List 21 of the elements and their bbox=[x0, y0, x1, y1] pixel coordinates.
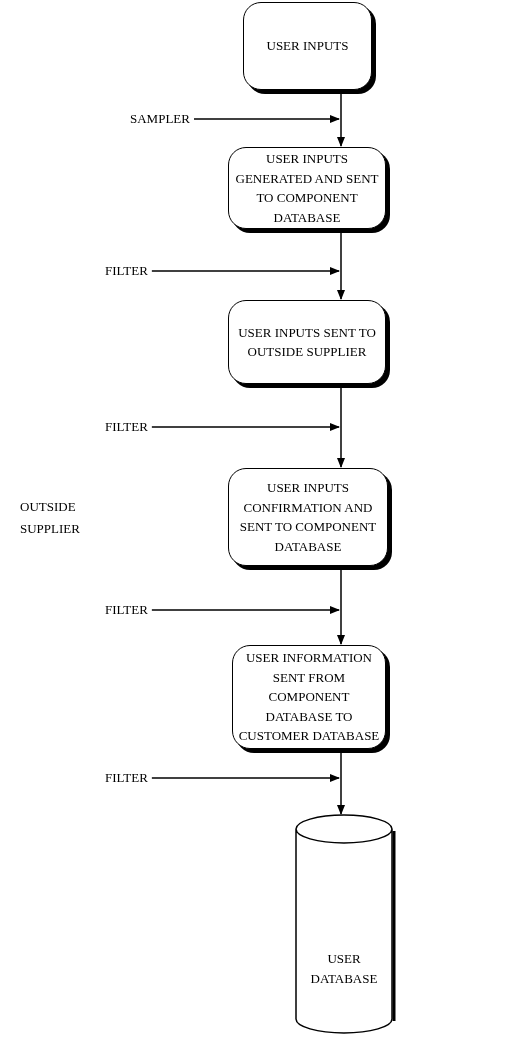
process-text: USER INPUTS SENT TO OUTSIDE SUPPLIER bbox=[237, 323, 377, 361]
process-text: USER INPUTS CONFIRMATION AND SENT TO COMPONENT DATABASE bbox=[238, 479, 378, 556]
input-label: FILTER bbox=[105, 263, 148, 278]
input-label: FILTER bbox=[105, 602, 148, 617]
process-text: USER INPUTS bbox=[266, 37, 349, 56]
arrow bbox=[151, 423, 340, 431]
arrow bbox=[151, 606, 340, 614]
input-label: FILTER bbox=[105, 419, 148, 434]
arrow bbox=[193, 115, 340, 123]
arrow bbox=[337, 567, 345, 645]
input-label: FILTER bbox=[105, 770, 148, 785]
arrow bbox=[337, 91, 345, 147]
arrow bbox=[337, 385, 345, 468]
side-label: OUTSIDE SUPPLIER bbox=[20, 498, 81, 538]
process-text: USER INFORMATION SENT FROM COMPONENT DATABASE TO CUSTOMER DATABASE bbox=[237, 649, 381, 746]
input-label: SAMPLER bbox=[130, 111, 190, 126]
arrow bbox=[151, 267, 340, 275]
arrow bbox=[151, 774, 340, 782]
process-text: USER INPUTS GENERATED AND SENT TO COMPONENT DATABASE bbox=[234, 150, 380, 227]
arrow bbox=[337, 750, 345, 815]
arrow bbox=[337, 230, 345, 300]
